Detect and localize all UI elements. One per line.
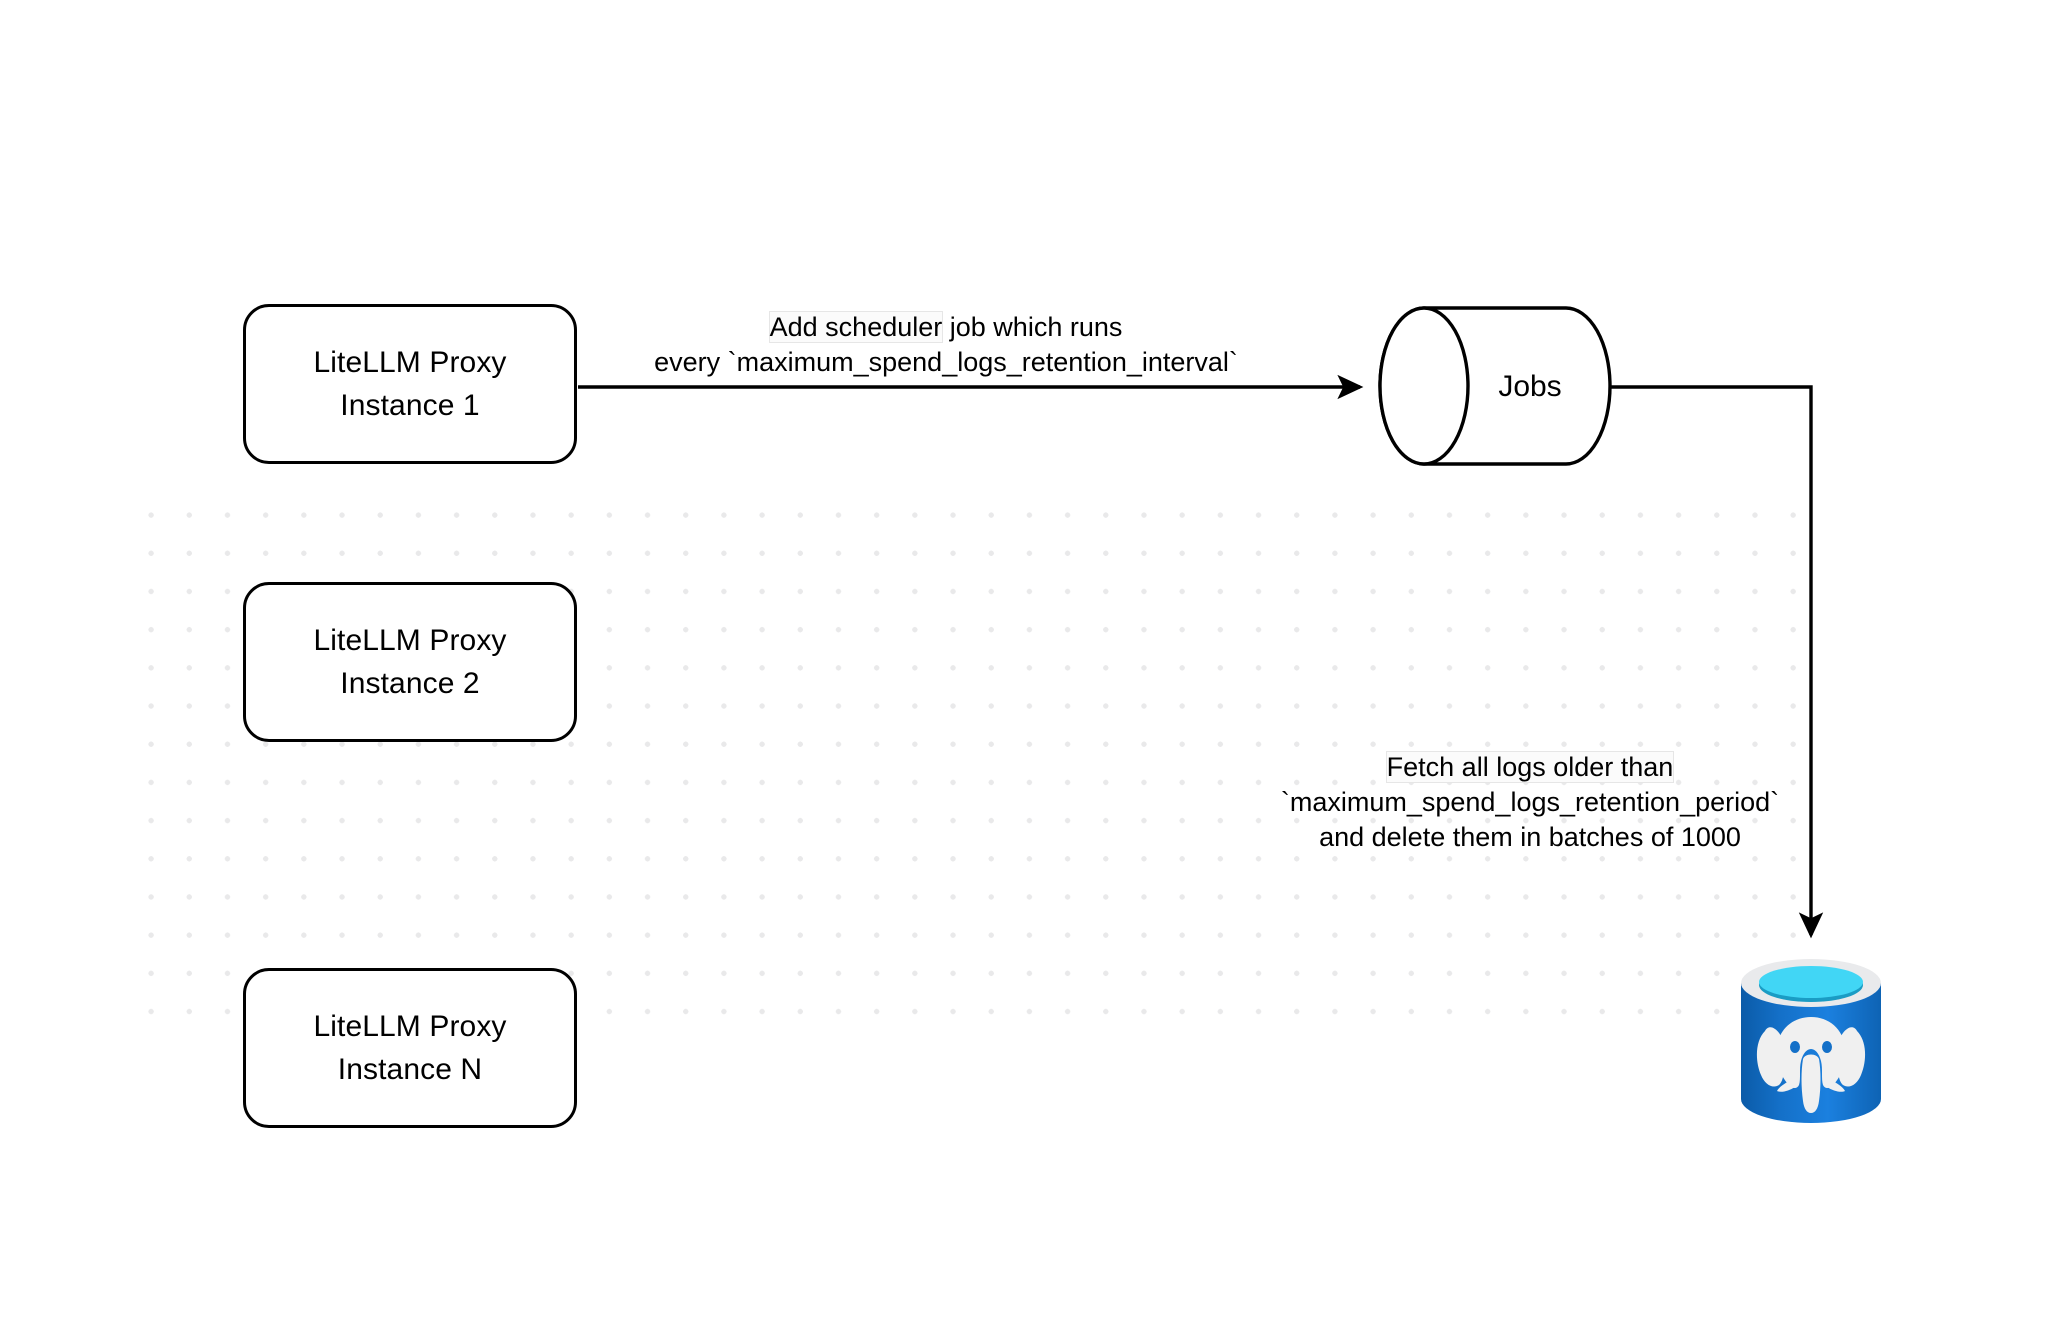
node-litellm-proxy-instance-n[interactable]: LiteLLM Proxy Instance N: [243, 968, 577, 1128]
edge-label-line1: Fetch all logs older than: [1230, 750, 1830, 785]
jobs-cylinder: [1378, 306, 1612, 466]
edge-label-line3: and delete them in batches of 1000: [1319, 822, 1741, 852]
edge-label-line1-rest: job which runs: [942, 312, 1123, 342]
node-label-jobs: Jobs: [1498, 370, 1562, 403]
node-label-line2: Instance 1: [340, 389, 480, 422]
edge-label-line1: Add scheduler job which runs: [586, 310, 1306, 345]
edge-label-line2: every `maximum_spend_logs_retention_inte…: [654, 347, 1238, 377]
node-litellm-proxy-instance-1[interactable]: LiteLLM Proxy Instance 1: [243, 304, 577, 464]
node-postgres-database[interactable]: [1735, 955, 1887, 1127]
edge-label-line2: `maximum_spend_logs_retention_period`: [1280, 787, 1780, 817]
edge-label-highlight: Fetch all logs older than: [1386, 752, 1674, 782]
edge-label-scheduler: Add scheduler job which runs every `maxi…: [586, 310, 1306, 380]
node-label-line1: LiteLLM Proxy: [313, 346, 507, 379]
edge-label-fetch-delete: Fetch all logs older than `maximum_spend…: [1230, 750, 1830, 855]
node-label-line2: Instance N: [337, 1053, 483, 1086]
postgres-elephant-logo: [1756, 1017, 1866, 1113]
edge-label-highlight: Add scheduler: [769, 312, 943, 342]
postgres-elephant-eyes: [1790, 1041, 1832, 1053]
node-litellm-proxy-instance-2[interactable]: LiteLLM Proxy Instance 2: [243, 582, 577, 742]
edge-jobs-to-database: [1610, 385, 1824, 939]
node-label-line1: LiteLLM Proxy: [313, 1010, 507, 1043]
node-label-line2: Instance 2: [340, 667, 480, 700]
node-label-line1: LiteLLM Proxy: [313, 624, 507, 657]
